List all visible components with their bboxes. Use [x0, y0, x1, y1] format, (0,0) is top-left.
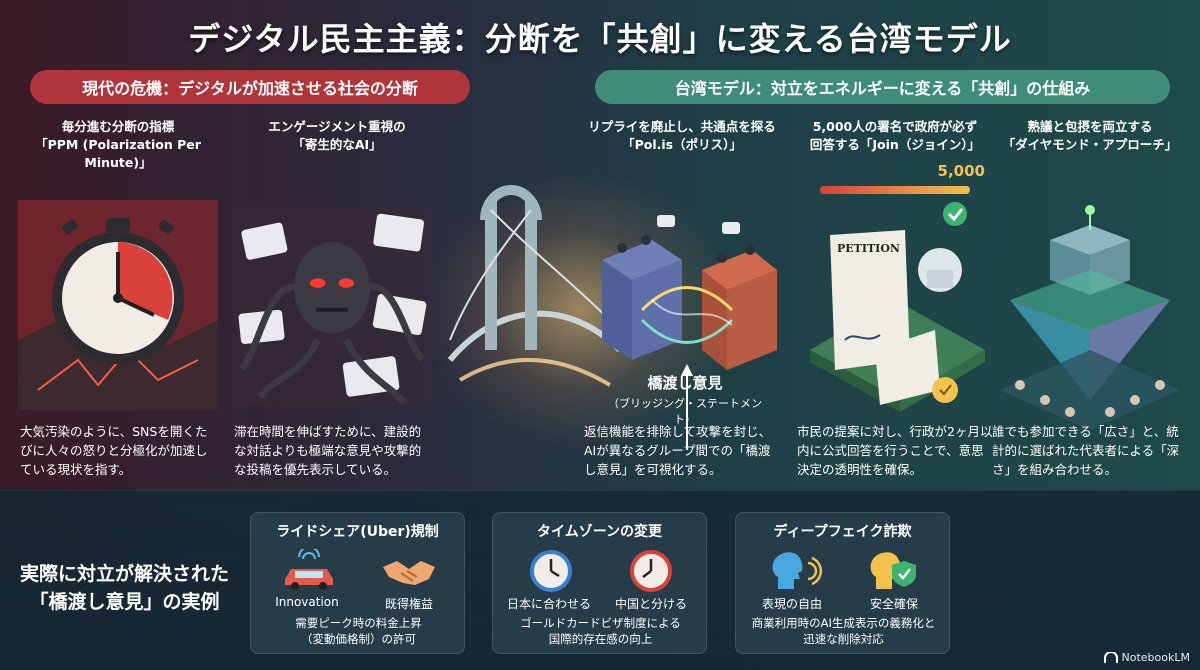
- column-heading: 毎分進む分断の指標 「PPM (Polarization Per Minute)…: [35, 119, 201, 170]
- signature-count: 5,000: [937, 162, 985, 180]
- example-title: ライドシェア(Uber)規制: [276, 524, 439, 540]
- speaking-head-icon: [772, 552, 822, 589]
- example-description: 需要ピーク時の料金上昇 （変動価格制）の許可: [295, 616, 422, 646]
- example-description: 商業利用時のAI生成表示の義務化と 迅速な削除対応: [751, 616, 936, 646]
- example-card-rideshare: ライドシェア(Uber)規制 Innovation 既得権益 需要ピーク時の料金…: [250, 512, 465, 654]
- example-right-label: 中国と分ける: [614, 597, 687, 611]
- column-heading: リプライを廃止し、共通点を探る 「Pol.is（ポリス）」: [588, 119, 776, 152]
- example-left-label: 日本に合わせる: [506, 597, 591, 611]
- parasitic-ai-monster-icon: [232, 206, 432, 407]
- join-column: 5,000人の署名で政府が必ず 回答する「Join（ジョイン）」 5,000 P…: [795, 118, 995, 477]
- example-card-deepfake: ディープフェイク詐欺 表現の自由 安全確保 商業利用時のAI生成表示の義務化と …: [735, 512, 950, 654]
- example-description: ゴールドカードビザ制度による 国際的存在感の向上: [520, 616, 681, 646]
- example-title: タイムゾーンの変更: [536, 524, 663, 540]
- example-card-timezone: タイムゾーンの変更 日本に合わせる 中国と分ける ゴールドカードビザ制度による …: [492, 512, 707, 654]
- polis-groups-icon: [602, 215, 777, 450]
- bridging-statement-caption: 橋渡し意見 （ブリッジング・ステートメント）: [608, 374, 762, 426]
- red-clock-icon: [630, 550, 672, 592]
- column-description: 滞在時間を伸ばすために、建設的な対話よりも極端な意見や攻撃的な投稿を優先表示して…: [234, 424, 422, 477]
- column-heading: エンゲージメント重視の 「寄生的なAI」: [268, 119, 406, 152]
- parasitic-ai-column: エンゲージメント重視の 「寄生的なAI」 滞在時間を伸ばすために、建設的な対話よ…: [232, 118, 442, 477]
- column-heading: 5,000人の署名で政府が必ず 回答する「Join（ジョイン）」: [809, 119, 981, 152]
- petition-icon: [810, 202, 985, 412]
- example-left-label: 表現の自由: [761, 597, 822, 611]
- crisis-section-header: 現代の危機：デジタルが加速させる社会の分断: [30, 70, 470, 104]
- petition-label: PETITION: [837, 242, 900, 255]
- example-right-label: 安全確保: [869, 597, 918, 611]
- column-description: 返信機能を排除して攻撃を封じ、AIが異なるグループ間での「橋渡し意見」を可視化す…: [584, 424, 772, 477]
- signature-progress-bar: [820, 186, 970, 194]
- example-right-label: 既得権益: [384, 597, 433, 611]
- taiwan-section-header: 台湾モデル：対立をエネルギーに変える「共創」の仕組み: [595, 70, 1170, 104]
- handshake-icon: [383, 561, 435, 585]
- bridge-icon: [447, 185, 623, 387]
- diamond-icon: [1000, 205, 1180, 430]
- page-title: デジタル民主主義：分断を「共創」に変える台湾モデル: [188, 20, 1012, 58]
- column-description: 市民の提案に対し、行政が2ヶ月以内に公式回答を行うことで、意思決定の透明性を確保…: [797, 424, 993, 477]
- diamond-approach-column: 熟議と包摂を両立する 「ダイヤモンド・アプローチ」 誰でも参加できる「広さ」と、…: [990, 118, 1190, 477]
- column-description: 大気汚染のように、SNSを開くたびに人々の怒りと分極化が加速している現状を指す。: [20, 424, 208, 477]
- examples-label: 実際に対立が解決された 「橋渡し意見」の実例: [19, 563, 229, 613]
- blue-clock-icon: [530, 550, 572, 592]
- example-left-label: Innovation: [275, 595, 339, 609]
- brand-watermark: NotebookLM: [1103, 651, 1190, 664]
- column-description: 誰でも参加できる「広さ」と、統計的に選ばれた代表者による「深さ」を組み合わせる。: [992, 424, 1180, 477]
- stopwatch-icon: [18, 200, 218, 410]
- example-title: ディープフェイク詐欺: [773, 524, 912, 540]
- ppm-column: 毎分進む分断の指標 「PPM (Polarization Per Minute)…: [18, 118, 218, 477]
- polis-column: リプライを廃止し、共通点を探る 「Pol.is（ポリス）」 返信機能を排除して攻…: [582, 118, 782, 477]
- notebooklm-logo-icon: [1103, 651, 1118, 663]
- shield-head-icon: [870, 552, 916, 589]
- column-heading: 熟議と包摂を両立する 「ダイヤモンド・アプローチ」: [1002, 119, 1178, 152]
- car-icon: [285, 549, 333, 590]
